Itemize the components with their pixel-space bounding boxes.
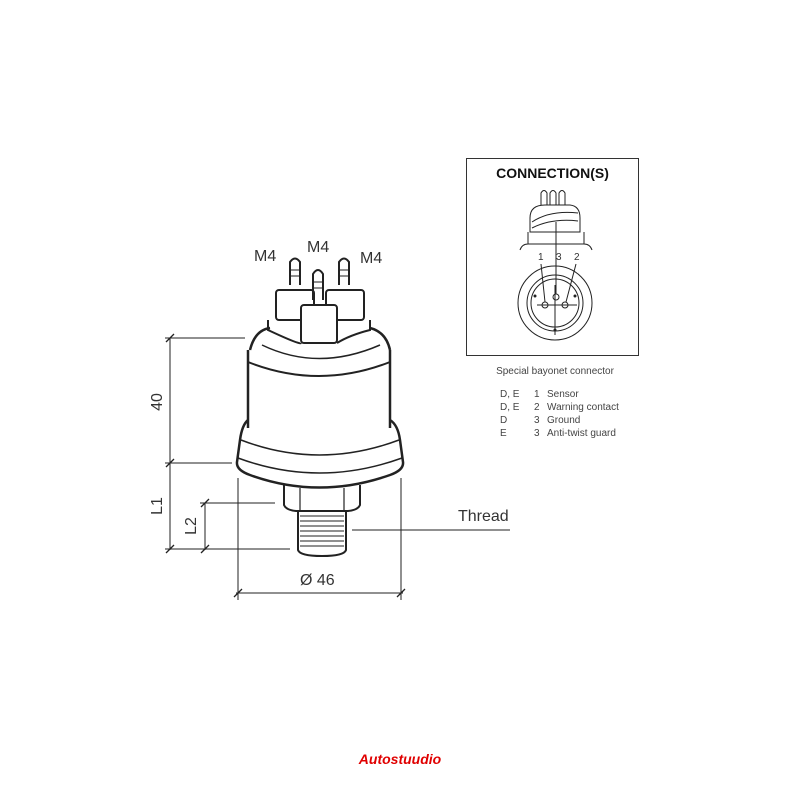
pin-variant: D, E: [500, 389, 520, 400]
pin-row: D 3 Ground: [500, 414, 650, 427]
pin-number-3: 3: [556, 252, 562, 263]
height-dimension-label: 40: [149, 393, 166, 411]
connector-illustration: [517, 190, 593, 341]
pin-number: 2: [534, 402, 540, 413]
sensor-cap: [267, 320, 371, 345]
pin-function: Ground: [547, 415, 581, 426]
pin-label-right: M4: [360, 250, 383, 267]
pin-number: 1: [534, 389, 540, 400]
connector-caption: Special bayonet connector: [496, 366, 614, 377]
pin-number: 3: [534, 415, 540, 426]
hex-nut: [283, 485, 361, 512]
pin-variant: D: [500, 415, 508, 426]
sensor-body: [246, 350, 392, 428]
pin-variant: D, E: [500, 402, 520, 413]
thread-label: Thread: [458, 508, 509, 525]
l2-dimension-label: L2: [183, 517, 200, 535]
pin-number-2: 2: [574, 252, 580, 263]
pin-function: Anti-twist guard: [547, 428, 616, 439]
pin-function: Warning contact: [547, 402, 619, 413]
pin-number-1: 1: [538, 252, 544, 263]
pin-row: E 3 Anti-twist guard: [500, 427, 650, 440]
connections-panel: CONNECTION(S): [466, 158, 639, 356]
thread-stud: [297, 511, 347, 558]
connections-title: CONNECTION(S): [496, 165, 609, 181]
brand-watermark: Autostuudio: [358, 751, 442, 767]
pin-variant: E: [500, 428, 507, 439]
pin-number: 3: [534, 428, 540, 439]
dimension-lines: [165, 333, 510, 600]
sensor-flange: [235, 418, 405, 489]
l1-dimension-label: L1: [149, 497, 166, 515]
pin-row: D, E 1 Sensor: [500, 388, 650, 401]
pin-label-center: M4: [307, 239, 330, 256]
terminal-pins: [275, 257, 365, 344]
diameter-dimension-label: Ø 46: [300, 572, 335, 589]
pin-label-left: M4: [254, 248, 277, 265]
pin-function: Sensor: [547, 389, 579, 400]
pin-row: D, E 2 Warning contact: [500, 401, 650, 414]
